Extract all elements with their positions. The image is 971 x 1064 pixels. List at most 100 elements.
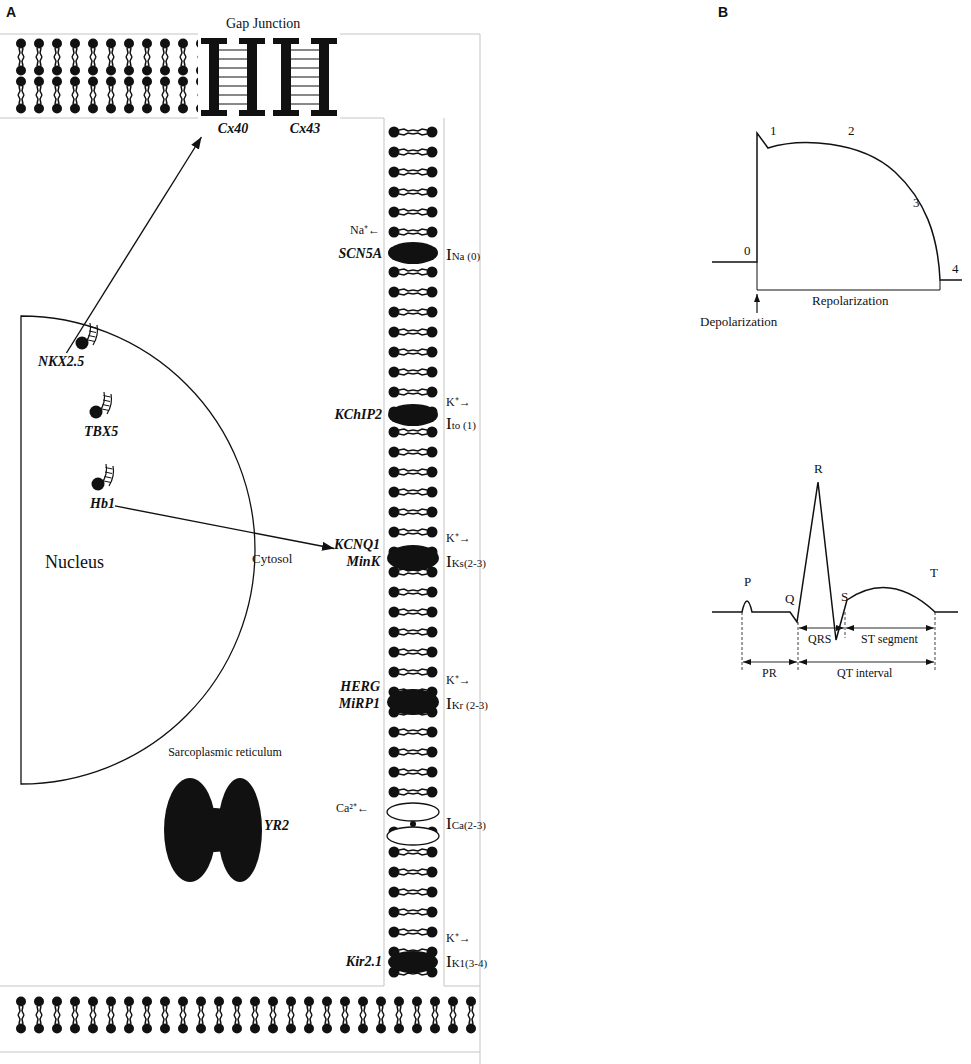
wave-label: Q (785, 592, 794, 607)
connexin-cap (201, 38, 227, 44)
potassium-channel (387, 545, 439, 571)
ion-channels (387, 242, 439, 973)
connexin-cap (239, 110, 265, 116)
pore-line (291, 77, 319, 78)
lipid-bilayer (12, 996, 478, 1034)
dna-rung (89, 336, 96, 338)
pore-line (219, 68, 247, 69)
panel-letter: B (718, 4, 728, 20)
current-label: Ito (1) (446, 414, 476, 434)
channel-gene-label: Kir2.1 (346, 953, 382, 970)
dna-ladder (102, 464, 114, 486)
phase-number: 1 (770, 124, 777, 139)
compartment-label: Nucleus (45, 553, 104, 573)
current-label: ICa(2-3) (446, 814, 486, 834)
potassium-channel (388, 951, 438, 973)
axis-label: Depolarization (700, 315, 777, 330)
ion-label: K⁺→ (446, 932, 471, 946)
channel-gene: MinK (334, 553, 380, 570)
connexin-stem (281, 44, 291, 110)
sarcoplasmic-reticulum: Sarcoplasmic reticulumYR2 (150, 745, 300, 895)
ion-label: K⁺→ (446, 532, 471, 546)
sodium-channel (388, 242, 438, 264)
channel-gene: SCN5A (338, 245, 382, 262)
pore-line (219, 77, 247, 78)
panel-letter: A (6, 4, 16, 20)
connexin-stem (209, 44, 219, 110)
cell-outline (0, 34, 480, 1064)
pore-line (291, 50, 319, 51)
lipid-bilayer (12, 38, 198, 114)
channel-gene: KChIP2 (335, 406, 382, 423)
channel-gene-label: SCN5A (338, 245, 382, 262)
dna-rung (104, 396, 111, 398)
ion-label: K⁺→ (446, 674, 471, 688)
dna-rung (88, 340, 95, 342)
factor-name: TBX5 (84, 423, 118, 440)
channel-gene: MiRP1 (339, 695, 380, 712)
action-potential (712, 133, 962, 313)
connexin-cap (311, 38, 337, 44)
phase-number: 4 (952, 262, 959, 277)
ion-label: Ca²⁺← (336, 802, 369, 816)
ion-label: K⁺→ (446, 396, 471, 410)
axis-label: Repolarization (812, 294, 889, 309)
ecg-curve (712, 482, 958, 640)
current-label: IKs(2-3) (446, 552, 486, 572)
dna-ladder (86, 323, 98, 345)
protein-ball (92, 478, 105, 491)
gap-junction-shape (270, 36, 340, 118)
interval-arrow (799, 662, 934, 663)
current-label: IK1(3-4) (446, 952, 487, 972)
dna-ladder (100, 392, 112, 414)
dna-rung (103, 405, 110, 407)
lipid-bilayer (388, 122, 438, 984)
interval-label: PR (762, 667, 777, 681)
connexon-channel: Cx43 (270, 36, 340, 137)
channel-gene-label: KCNQ1MinK (334, 536, 380, 570)
connexin-label: Cx40 (198, 120, 268, 137)
organelle-label: Sarcoplasmic reticulum (150, 745, 300, 759)
channel-gene: KCNQ1 (334, 536, 380, 553)
wave-label: P (744, 575, 751, 590)
connexin-label: Cx43 (270, 120, 340, 137)
calcium-channel (387, 827, 439, 845)
ryanodine-receptor (218, 778, 262, 882)
potassium-channel (388, 404, 438, 426)
dna-rung (105, 477, 112, 479)
regulation-arrow (115, 506, 334, 549)
current-label: INa (0) (446, 245, 480, 265)
interval-tick (742, 612, 935, 672)
calcium-channel (387, 803, 439, 821)
pore-line (219, 95, 247, 96)
ion-label: Na⁺← (350, 224, 380, 238)
dna-rung (103, 400, 110, 402)
wave-label: T (930, 566, 938, 581)
pore-line (219, 86, 247, 87)
factor-name: NKX2.5 (38, 353, 84, 370)
structure-label: Gap Junction (226, 16, 300, 32)
action-potential-curve (712, 133, 962, 280)
channel-gene: Kir2.1 (346, 953, 382, 970)
depolarization-arrow (756, 294, 757, 313)
connexin-cap (311, 110, 337, 116)
dna-rung (106, 468, 113, 470)
nucleus-outline (20, 315, 258, 785)
wave-label: R (814, 462, 823, 477)
factor-name: Hb1 (90, 495, 115, 512)
gap-junction-shape (198, 36, 268, 118)
dna-rung (104, 481, 111, 483)
compartment-label: Cytosol (252, 552, 292, 567)
connexin-cap (239, 38, 265, 44)
pore-line (219, 104, 247, 105)
interval-arrow (846, 628, 934, 629)
ecg-trace (712, 482, 958, 672)
connexin-stem (247, 44, 257, 110)
pore-line (291, 104, 319, 105)
potassium-channel (387, 689, 439, 715)
pore-line (291, 95, 319, 96)
repolarization-bracket (757, 262, 940, 290)
regulation-arrow (66, 137, 201, 353)
transcription-factor: Hb1 (90, 495, 115, 512)
